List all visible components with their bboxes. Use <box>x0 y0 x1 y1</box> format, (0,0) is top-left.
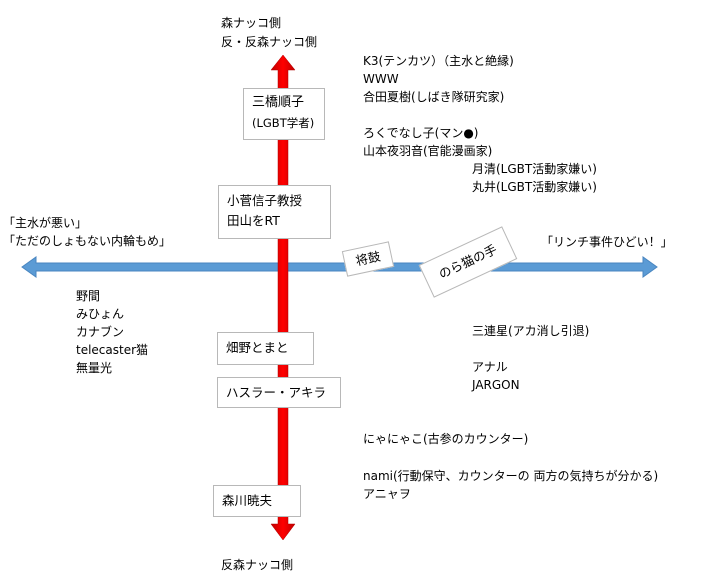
list-item: みひょん <box>76 307 125 321</box>
list-item: 無量光 <box>76 361 113 375</box>
list-item: アナル <box>472 360 508 374</box>
list-item: 山本夜羽音(官能漫画家) <box>363 144 493 158</box>
group-lower-right-b: アナル JARGON <box>472 358 520 394</box>
box-hatano-line1: 畑野とまと <box>226 340 289 355</box>
bottom-label: 反森ナッコ側 <box>221 558 294 572</box>
box-kosuge: 小菅信子教授 田山をRT <box>218 185 331 239</box>
box-mitsuhashi-line2: (LGBT学者) <box>252 116 315 130</box>
list-item: K3(テンカツ）（主水と絶縁) <box>363 54 514 68</box>
list-item: ろくでなし子(マン●) <box>363 126 479 140</box>
box-hustler: ハスラー・アキラ <box>217 377 341 408</box>
list-item: nami(行動保守、カウンターの 両方の気持ちが分かる) <box>363 469 659 483</box>
list-item: 丸井(LGBT活動家嫌い) <box>472 180 597 194</box>
list-item: にゃにゃこ(古参のカウンター) <box>363 432 529 446</box>
group-lower-right-d: nami(行動保守、カウンターの 両方の気持ちが分かる) アニャヲ <box>363 467 658 503</box>
horizontal-axis-arrow <box>21 256 658 278</box>
list-item: アニャヲ <box>363 487 411 501</box>
list-item: 月清(LGBT活動家嫌い) <box>472 162 597 176</box>
box-morikawa: 森川暁夫 <box>213 485 301 517</box>
box-morikawa-line1: 森川暁夫 <box>222 493 273 508</box>
box-hustler-line1: ハスラー・アキラ <box>226 385 327 400</box>
box-mitsuhashi-line1: 三橋順子 <box>252 95 305 110</box>
box-shoko-line1: 将鼓 <box>354 248 382 269</box>
box-hatano: 畑野とまと <box>217 332 314 365</box>
list-item: WWW <box>363 72 399 86</box>
group-upper-right: K3(テンカツ）（主水と絶縁) WWW 合田夏樹(しばき隊研究家) ろくでなし子… <box>363 52 514 160</box>
vertical-axis-arrow <box>270 54 296 541</box>
list-item: telecaster猫 <box>76 343 149 357</box>
list-item: 合田夏樹(しばき隊研究家) <box>363 90 505 104</box>
group-upper-right-indented: 月清(LGBT活動家嫌い) 丸井(LGBT活動家嫌い) <box>472 160 597 196</box>
box-kosuge-line1: 小菅信子教授 <box>227 193 303 208</box>
box-kosuge-line2: 田山をRT <box>227 213 280 228</box>
group-lower-right-a: 三連星(アカ消し引退) <box>472 322 589 340</box>
top-label-2: 反・反森ナッコ側 <box>221 35 318 49</box>
group-lower-left: 野間 みひょん カナブン telecaster猫 無量光 <box>76 287 148 377</box>
list-spacer <box>363 106 514 124</box>
list-item: 三連星(アカ消し引退) <box>472 324 590 338</box>
box-mitsuhashi: 三橋順子 (LGBT学者) <box>243 88 325 140</box>
list-item: カナブン <box>76 325 125 339</box>
top-label-1: 森ナッコ側 <box>221 16 282 30</box>
group-lower-right-c: にゃにゃこ(古参のカウンター) <box>363 430 528 448</box>
left-label-2: 「ただのしょもない内輪もめ」 <box>3 234 172 248</box>
left-label-1: 「主水が悪い」 <box>3 216 88 230</box>
right-label: 「リンチ事件ひどい！」 <box>541 235 673 249</box>
list-item: 野間 <box>76 289 101 303</box>
list-item: JARGON <box>472 378 520 392</box>
